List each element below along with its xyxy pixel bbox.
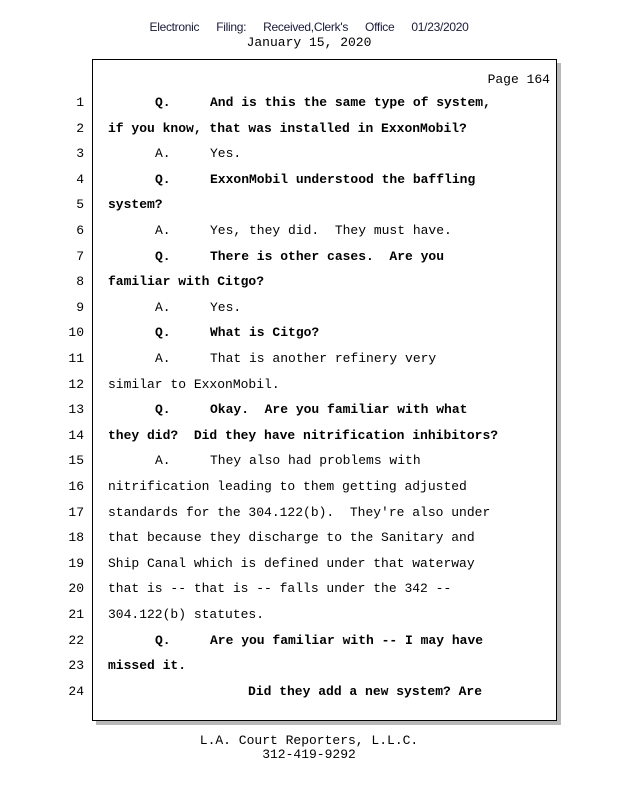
line-number: 1	[76, 95, 84, 110]
line-text: Are you familiar with -- I may have	[210, 632, 484, 648]
page-number: Page 164	[487, 72, 550, 87]
line-text: Did they add a new system? Are	[248, 683, 483, 699]
line-number: 19	[68, 555, 84, 571]
line-text: And is this the same type of system,	[210, 95, 491, 110]
line-text: Yes.	[210, 299, 242, 315]
line-text: they did? Did they have nitrification in…	[108, 427, 499, 443]
speaker-label: Q.	[155, 325, 171, 341]
speaker-label: A.	[155, 223, 171, 238]
filing-stamp: Electronic Filing: Received,Clerk's Offi…	[149, 20, 469, 34]
speaker-label: A.	[155, 453, 171, 469]
line-number: 23	[68, 658, 84, 674]
line-number: 13	[68, 402, 84, 418]
speaker-label: Q.	[155, 632, 171, 648]
line-text: Yes.	[210, 146, 242, 162]
speaker-label: Q.	[155, 248, 171, 264]
line-text: missed it.	[108, 658, 187, 674]
line-text: That is another refinery very	[210, 351, 437, 366]
line-text: standards for the 304.122(b). They're al…	[108, 504, 491, 520]
line-number: 5	[76, 197, 84, 213]
line-text: Okay. Are you familiar with what	[210, 402, 468, 418]
line-number: 12	[68, 376, 84, 392]
line-number: 6	[76, 223, 84, 238]
reporter-phone: 312-419-9292	[262, 747, 356, 762]
line-number: 8	[76, 274, 84, 290]
line-number: 14	[68, 427, 84, 443]
line-text: that because they discharge to the Sanit…	[108, 530, 475, 546]
speaker-label: A.	[155, 351, 171, 366]
line-number: 16	[68, 479, 84, 494]
line-text: What is Citgo?	[210, 325, 320, 341]
speaker-label: Q.	[155, 402, 171, 418]
transcript-date: January 15, 2020	[246, 35, 372, 50]
line-text: Yes, they did. They must have.	[210, 223, 452, 238]
line-number: 4	[76, 171, 84, 187]
line-number: 9	[76, 299, 84, 315]
line-text: They also had problems with	[210, 453, 421, 469]
line-text: that is -- that is -- falls under the 34…	[108, 581, 452, 597]
speaker-label: A.	[155, 299, 171, 315]
line-text: familiar with Citgo?	[108, 274, 265, 290]
line-number: 7	[76, 248, 84, 264]
line-number: 21	[68, 607, 84, 622]
line-number: 10	[68, 325, 84, 341]
line-number: 18	[68, 530, 84, 546]
line-text: if you know, that was installed in Exxon…	[108, 120, 467, 136]
transcript-page: Page 164	[92, 59, 557, 721]
line-text: nitrification leading to them getting ad…	[108, 479, 467, 494]
speaker-label: Q.	[155, 95, 171, 110]
line-number: 20	[68, 581, 84, 597]
line-number: 22	[68, 632, 84, 648]
line-number: 2	[76, 120, 84, 136]
line-number: 15	[68, 453, 84, 469]
reporter-company: L.A. Court Reporters, L.L.C.	[199, 733, 419, 748]
line-number: 24	[68, 683, 84, 699]
line-number: 17	[68, 504, 84, 520]
line-text: There is other cases. Are you	[210, 248, 445, 264]
line-number: 11	[68, 351, 84, 366]
speaker-label: Q.	[155, 171, 171, 187]
speaker-label: A.	[155, 146, 171, 162]
line-text: system?	[108, 197, 163, 213]
line-text: 304.122(b) statutes.	[108, 607, 265, 622]
line-text: Ship Canal which is defined under that w…	[108, 555, 475, 571]
line-number: 3	[76, 146, 84, 162]
line-text: similar to ExxonMobil.	[108, 376, 280, 392]
line-text: ExxonMobil understood the baffling	[210, 171, 476, 187]
